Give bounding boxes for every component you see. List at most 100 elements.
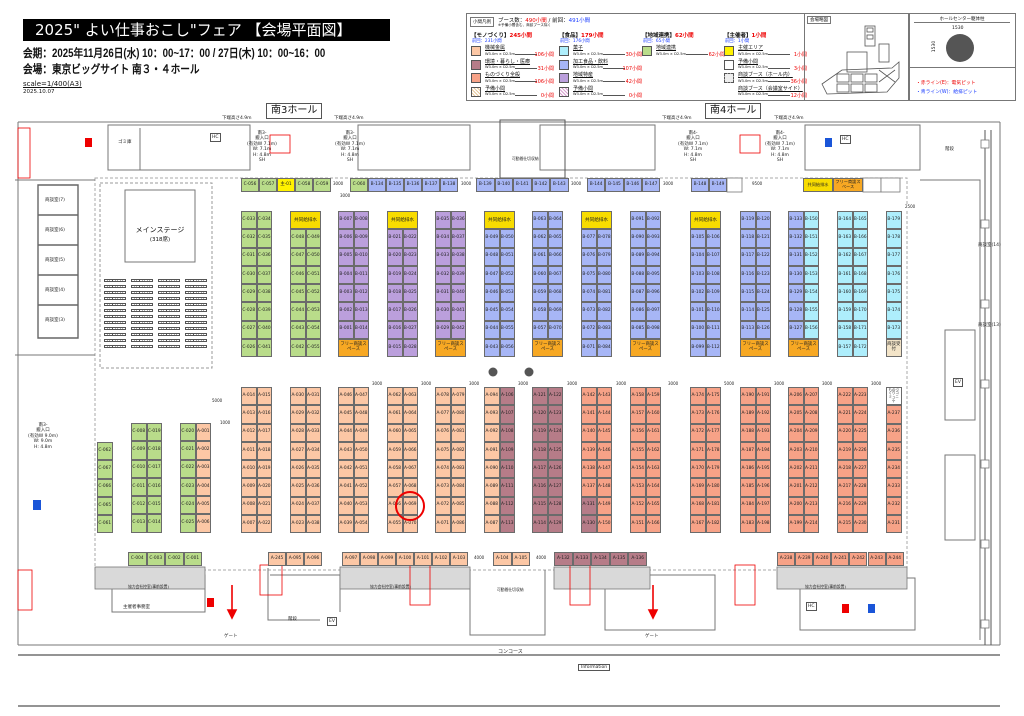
booth[interactable]: B-007	[338, 211, 354, 230]
booth[interactable]: C-049	[305, 229, 321, 248]
booth[interactable]: B-015	[387, 338, 403, 357]
booth[interactable]: C-052	[305, 284, 321, 303]
booth[interactable]: A-040	[338, 496, 354, 515]
booth[interactable]: A-153	[630, 478, 646, 497]
booth[interactable]: B-052	[499, 265, 515, 284]
booth[interactable]: A-121	[532, 387, 548, 406]
booth[interactable]: A-033	[305, 423, 321, 442]
booth[interactable]: A-078	[435, 387, 451, 406]
booth[interactable]: C-058	[295, 178, 313, 192]
booth[interactable]: A-030	[290, 387, 306, 406]
booth[interactable]: A-042	[338, 460, 354, 479]
booth[interactable]: B-165	[852, 211, 868, 230]
booth[interactable]: B-115	[740, 284, 756, 303]
booth[interactable]: A-228	[852, 478, 868, 497]
booth[interactable]: B-126	[755, 320, 771, 339]
booth[interactable]: A-208	[803, 405, 819, 424]
booth[interactable]: B-005	[338, 247, 354, 266]
booth[interactable]: A-080	[450, 405, 466, 424]
booth[interactable]: A-234	[886, 460, 902, 479]
booth[interactable]: A-245	[268, 552, 286, 566]
booth[interactable]: A-026	[290, 460, 306, 479]
booth[interactable]: C-056	[241, 178, 259, 192]
booth[interactable]: C-026	[241, 338, 257, 357]
booth[interactable]: A-097	[342, 552, 360, 566]
booth[interactable]: B-010	[353, 247, 369, 266]
booth[interactable]: B-144	[587, 178, 606, 192]
booth[interactable]: 共同給排水	[803, 178, 833, 192]
booth[interactable]: A-051	[353, 460, 369, 479]
booth[interactable]: A-166	[645, 514, 661, 533]
booth[interactable]: B-023	[402, 247, 418, 266]
booth-footer[interactable]: フリー商談スペース	[788, 338, 819, 357]
booth[interactable]: B-062	[532, 229, 548, 248]
booth[interactable]: A-083	[450, 460, 466, 479]
booth[interactable]: C-065	[97, 496, 113, 515]
booth[interactable]: B-140	[494, 178, 513, 192]
booth[interactable]: C-067	[97, 460, 113, 479]
booth[interactable]: A-233	[886, 478, 902, 497]
booth[interactable]: A-109	[499, 441, 515, 460]
booth[interactable]: B-130	[788, 265, 804, 284]
booth[interactable]: B-044	[484, 320, 500, 339]
booth[interactable]: B-100	[690, 320, 706, 339]
booth[interactable]: A-176	[705, 405, 721, 424]
booth[interactable]: B-142	[531, 178, 550, 192]
booth[interactable]: A-011	[241, 441, 257, 460]
booth[interactable]: A-053	[353, 496, 369, 515]
booth[interactable]: A-010	[241, 460, 257, 479]
booth-header[interactable]: ものづくりコミュニケ	[886, 387, 902, 406]
booth[interactable]: B-119	[740, 211, 756, 230]
booth[interactable]: B-093	[645, 229, 661, 248]
booth[interactable]: B-064	[547, 211, 563, 230]
booth[interactable]: A-041	[338, 478, 354, 497]
booth-footer[interactable]: フリー商談スペース	[435, 338, 466, 357]
booth[interactable]: B-021	[387, 229, 403, 248]
booth[interactable]: B-122	[755, 247, 771, 266]
booth[interactable]: A-218	[837, 460, 853, 479]
booth[interactable]: C-033	[241, 211, 257, 230]
booth[interactable]: B-160	[837, 284, 853, 303]
booth[interactable]: A-134	[591, 552, 610, 566]
booth[interactable]: A-221	[837, 405, 853, 424]
booth[interactable]: A-087	[484, 514, 500, 533]
booth[interactable]: C-040	[256, 320, 272, 339]
booth[interactable]: C-027	[241, 320, 257, 339]
booth[interactable]: A-230	[852, 514, 868, 533]
booth[interactable]: A-231	[886, 514, 902, 533]
booth[interactable]: C-024	[180, 496, 196, 515]
booth[interactable]: A-229	[852, 496, 868, 515]
booth[interactable]: B-151	[803, 229, 819, 248]
booth[interactable]: B-139	[476, 178, 495, 192]
booth[interactable]: A-014	[241, 387, 257, 406]
booth[interactable]: A-139	[581, 441, 597, 460]
booth[interactable]: A-154	[630, 460, 646, 479]
booth[interactable]: B-037	[450, 229, 466, 248]
booth[interactable]: A-012	[241, 423, 257, 442]
booth[interactable]: B-034	[435, 229, 451, 248]
booth[interactable]: A-212	[803, 478, 819, 497]
booth[interactable]: B-091	[630, 211, 646, 230]
booth[interactable]: A-180	[705, 478, 721, 497]
booth[interactable]: A-122	[547, 387, 563, 406]
booth[interactable]: A-123	[547, 405, 563, 424]
booth[interactable]: C-035	[256, 229, 272, 248]
booth[interactable]: A-005	[195, 496, 211, 515]
booth[interactable]: B-013	[353, 302, 369, 321]
booth[interactable]: B-001	[338, 320, 354, 339]
booth[interactable]: A-237	[886, 405, 902, 424]
booth[interactable]: C-017	[146, 459, 162, 478]
booth[interactable]: C-021	[180, 441, 196, 460]
booth[interactable]: A-156	[630, 423, 646, 442]
booth[interactable]: A-058	[387, 460, 403, 479]
booth[interactable]: A-037	[305, 496, 321, 515]
booth[interactable]: B-008	[353, 211, 369, 230]
booth[interactable]: A-130	[581, 514, 597, 533]
booth[interactable]: B-082	[596, 302, 612, 321]
booth[interactable]: A-002	[195, 441, 211, 460]
booth[interactable]: B-166	[852, 229, 868, 248]
booth[interactable]: C-012	[131, 496, 147, 515]
booth[interactable]: B-057	[532, 320, 548, 339]
booth[interactable]: B-135	[386, 178, 404, 192]
